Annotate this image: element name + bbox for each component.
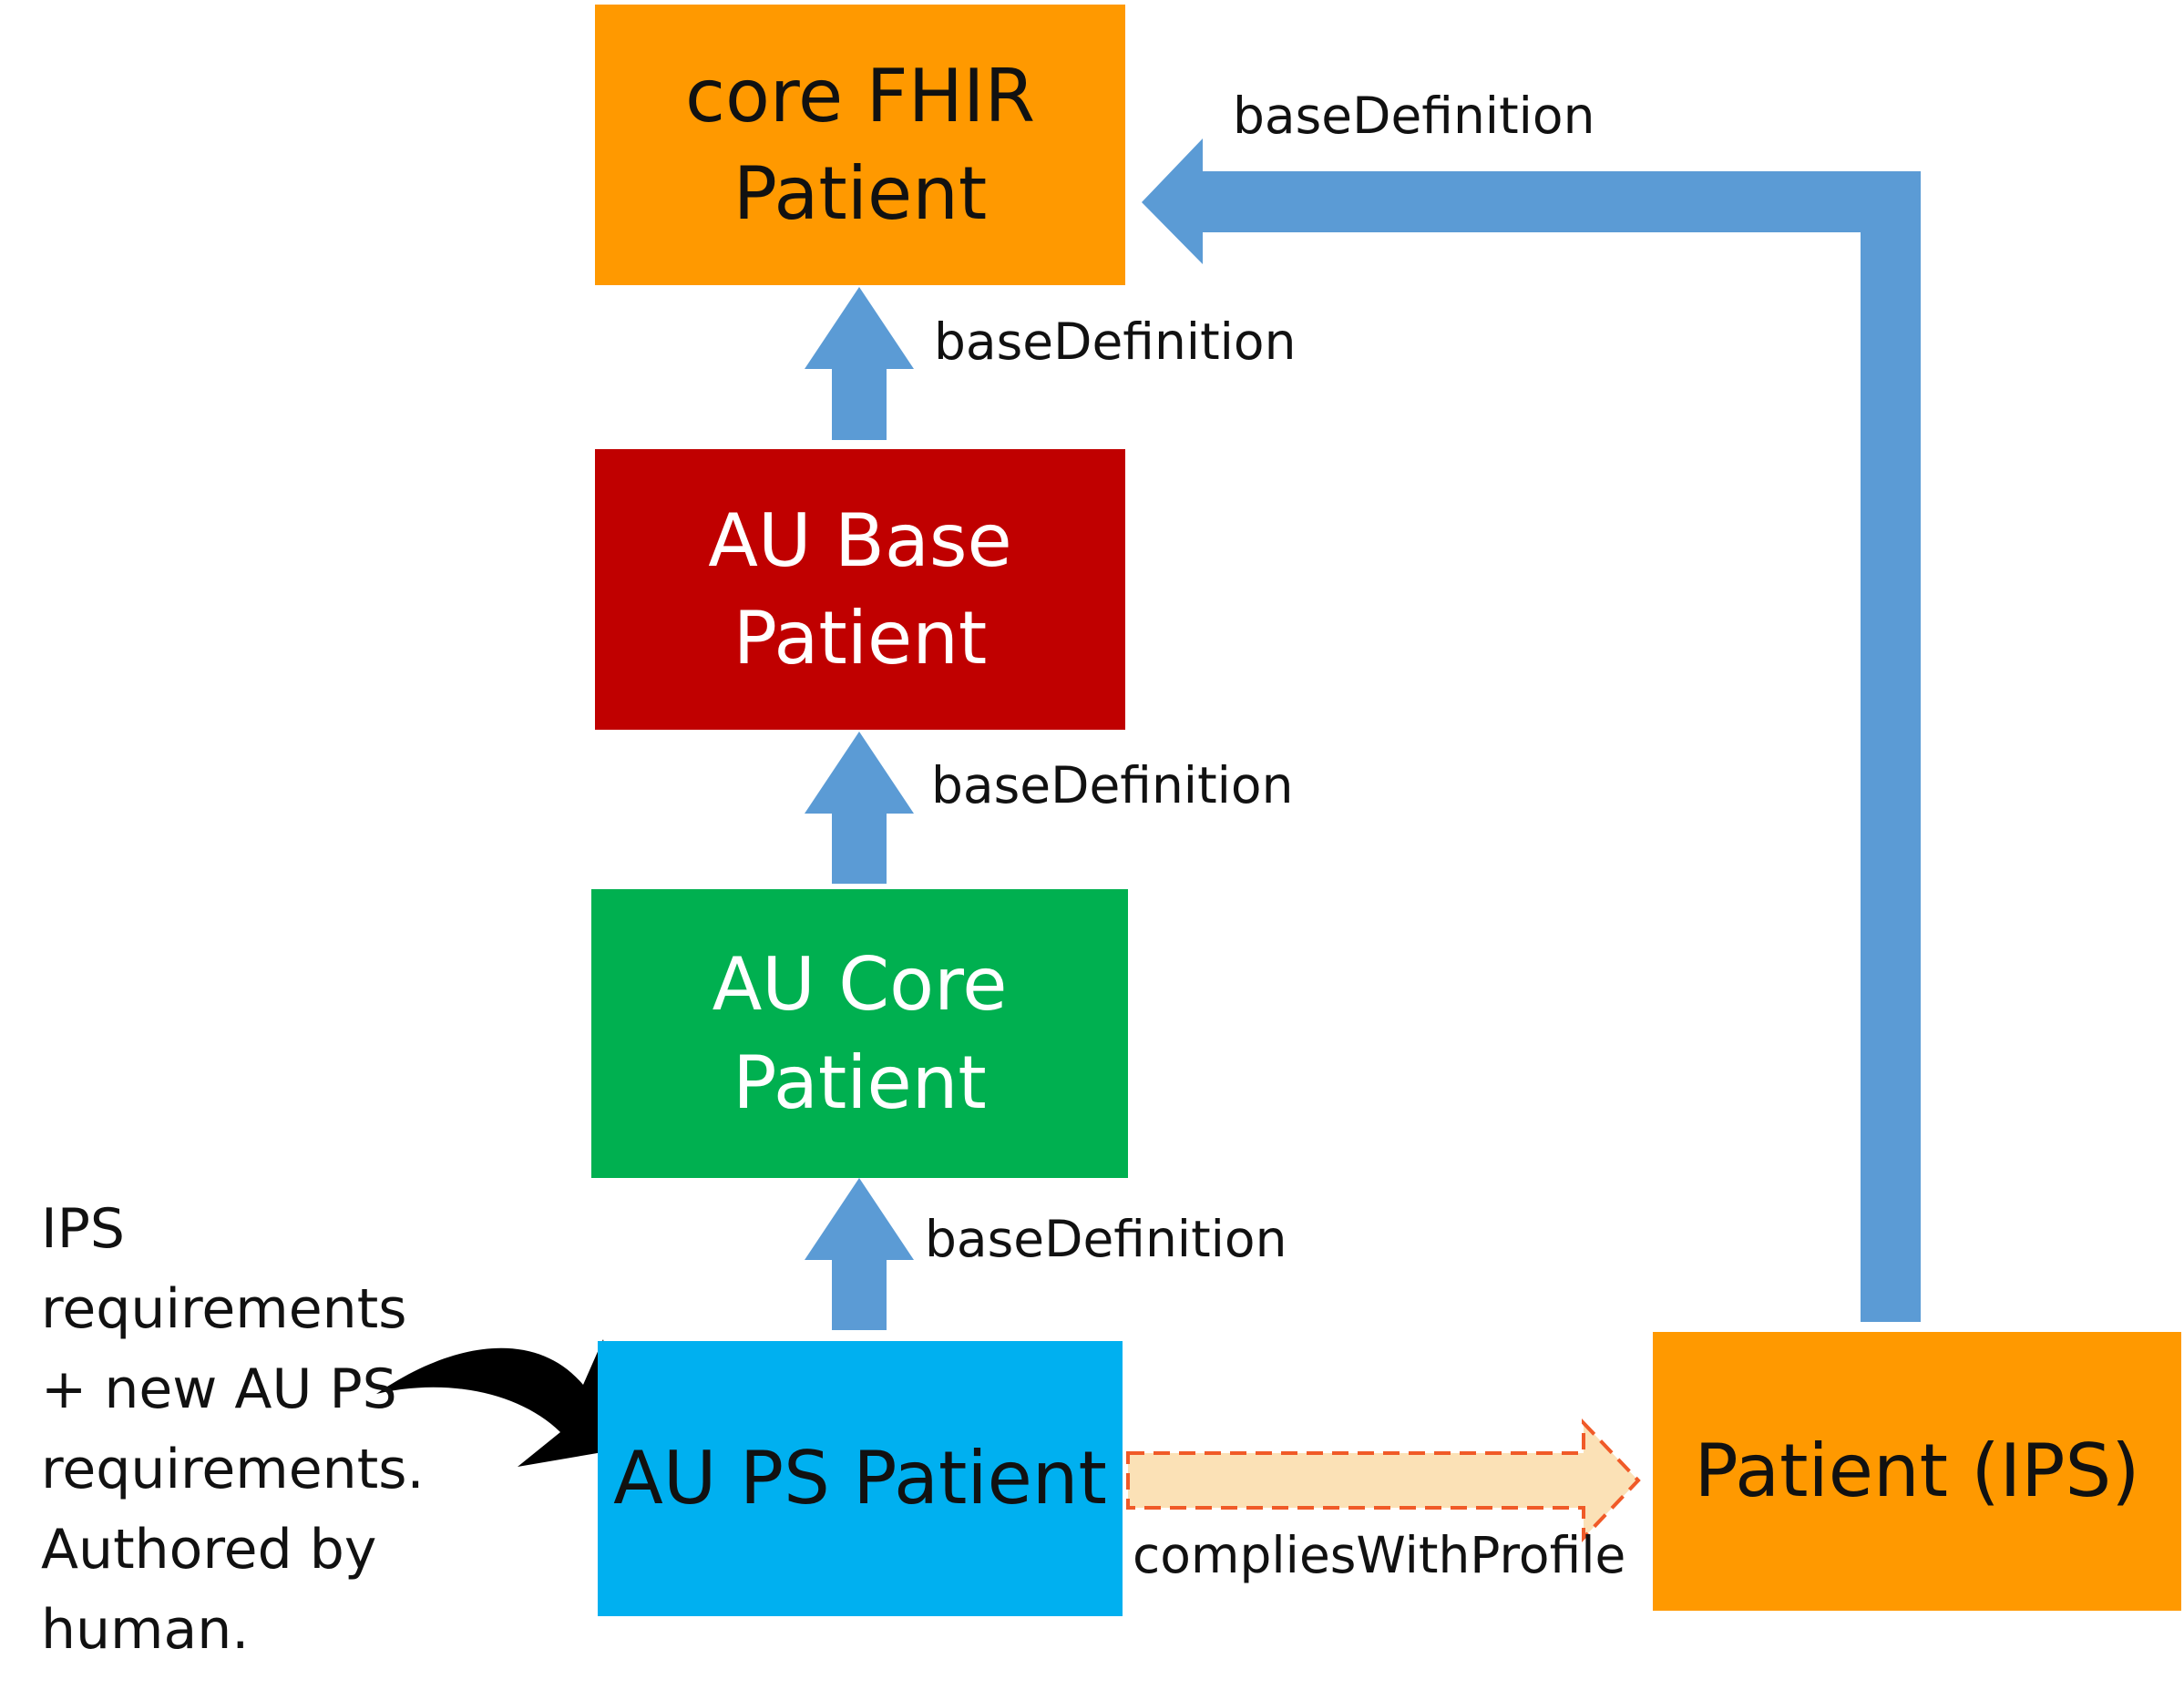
au-base-line2: Patient xyxy=(733,596,988,681)
note-line-5: Authored by xyxy=(41,1518,377,1582)
arrow-au-ps-to-au-core xyxy=(805,1178,914,1330)
edge-label-ips-to-core: baseDefinition xyxy=(1233,87,1595,145)
curved-note-arrow xyxy=(376,1339,624,1467)
arrow-au-ps-complies-with-ips xyxy=(1126,1418,1641,1542)
edge-label-au-base-to-core: baseDefinition xyxy=(934,312,1297,371)
au-base-patient-box: AU Base Patient xyxy=(595,449,1125,730)
arrow-au-core-to-au-base xyxy=(805,732,914,884)
patient-ips-label: Patient (IPS) xyxy=(1694,1429,2140,1514)
note-line-6: human. xyxy=(41,1598,250,1662)
note-line-4: requirements. xyxy=(41,1438,425,1501)
edge-label-au-core-to-base: baseDefinition xyxy=(931,756,1294,814)
au-core-line1: AU Core xyxy=(712,942,1008,1028)
au-base-line1: AU Base xyxy=(708,497,1012,583)
core-fhir-line2: Patient xyxy=(733,151,988,236)
au-ps-patient-box: AU PS Patient xyxy=(598,1341,1123,1616)
patient-ips-box: Patient (IPS) xyxy=(1653,1332,2181,1611)
edge-label-complies-with-profile: compliesWithProfile xyxy=(1133,1526,1626,1584)
core-fhir-patient-box: core FHIR Patient xyxy=(595,5,1125,285)
arrow-au-base-to-core-fhir xyxy=(805,287,914,440)
edge-label-au-ps-to-core: baseDefinition xyxy=(925,1210,1287,1268)
au-core-patient-box: AU Core Patient xyxy=(591,889,1128,1178)
ips-requirements-note: IPS requirements + new AU PS requirement… xyxy=(41,1189,425,1670)
note-line-3: + new AU PS xyxy=(41,1357,397,1421)
au-core-line2: Patient xyxy=(733,1039,987,1125)
core-fhir-line1: core FHIR xyxy=(684,53,1036,138)
au-ps-label: AU PS Patient xyxy=(613,1436,1107,1521)
note-line-2: requirements xyxy=(41,1277,407,1341)
note-line-1: IPS xyxy=(41,1197,125,1261)
